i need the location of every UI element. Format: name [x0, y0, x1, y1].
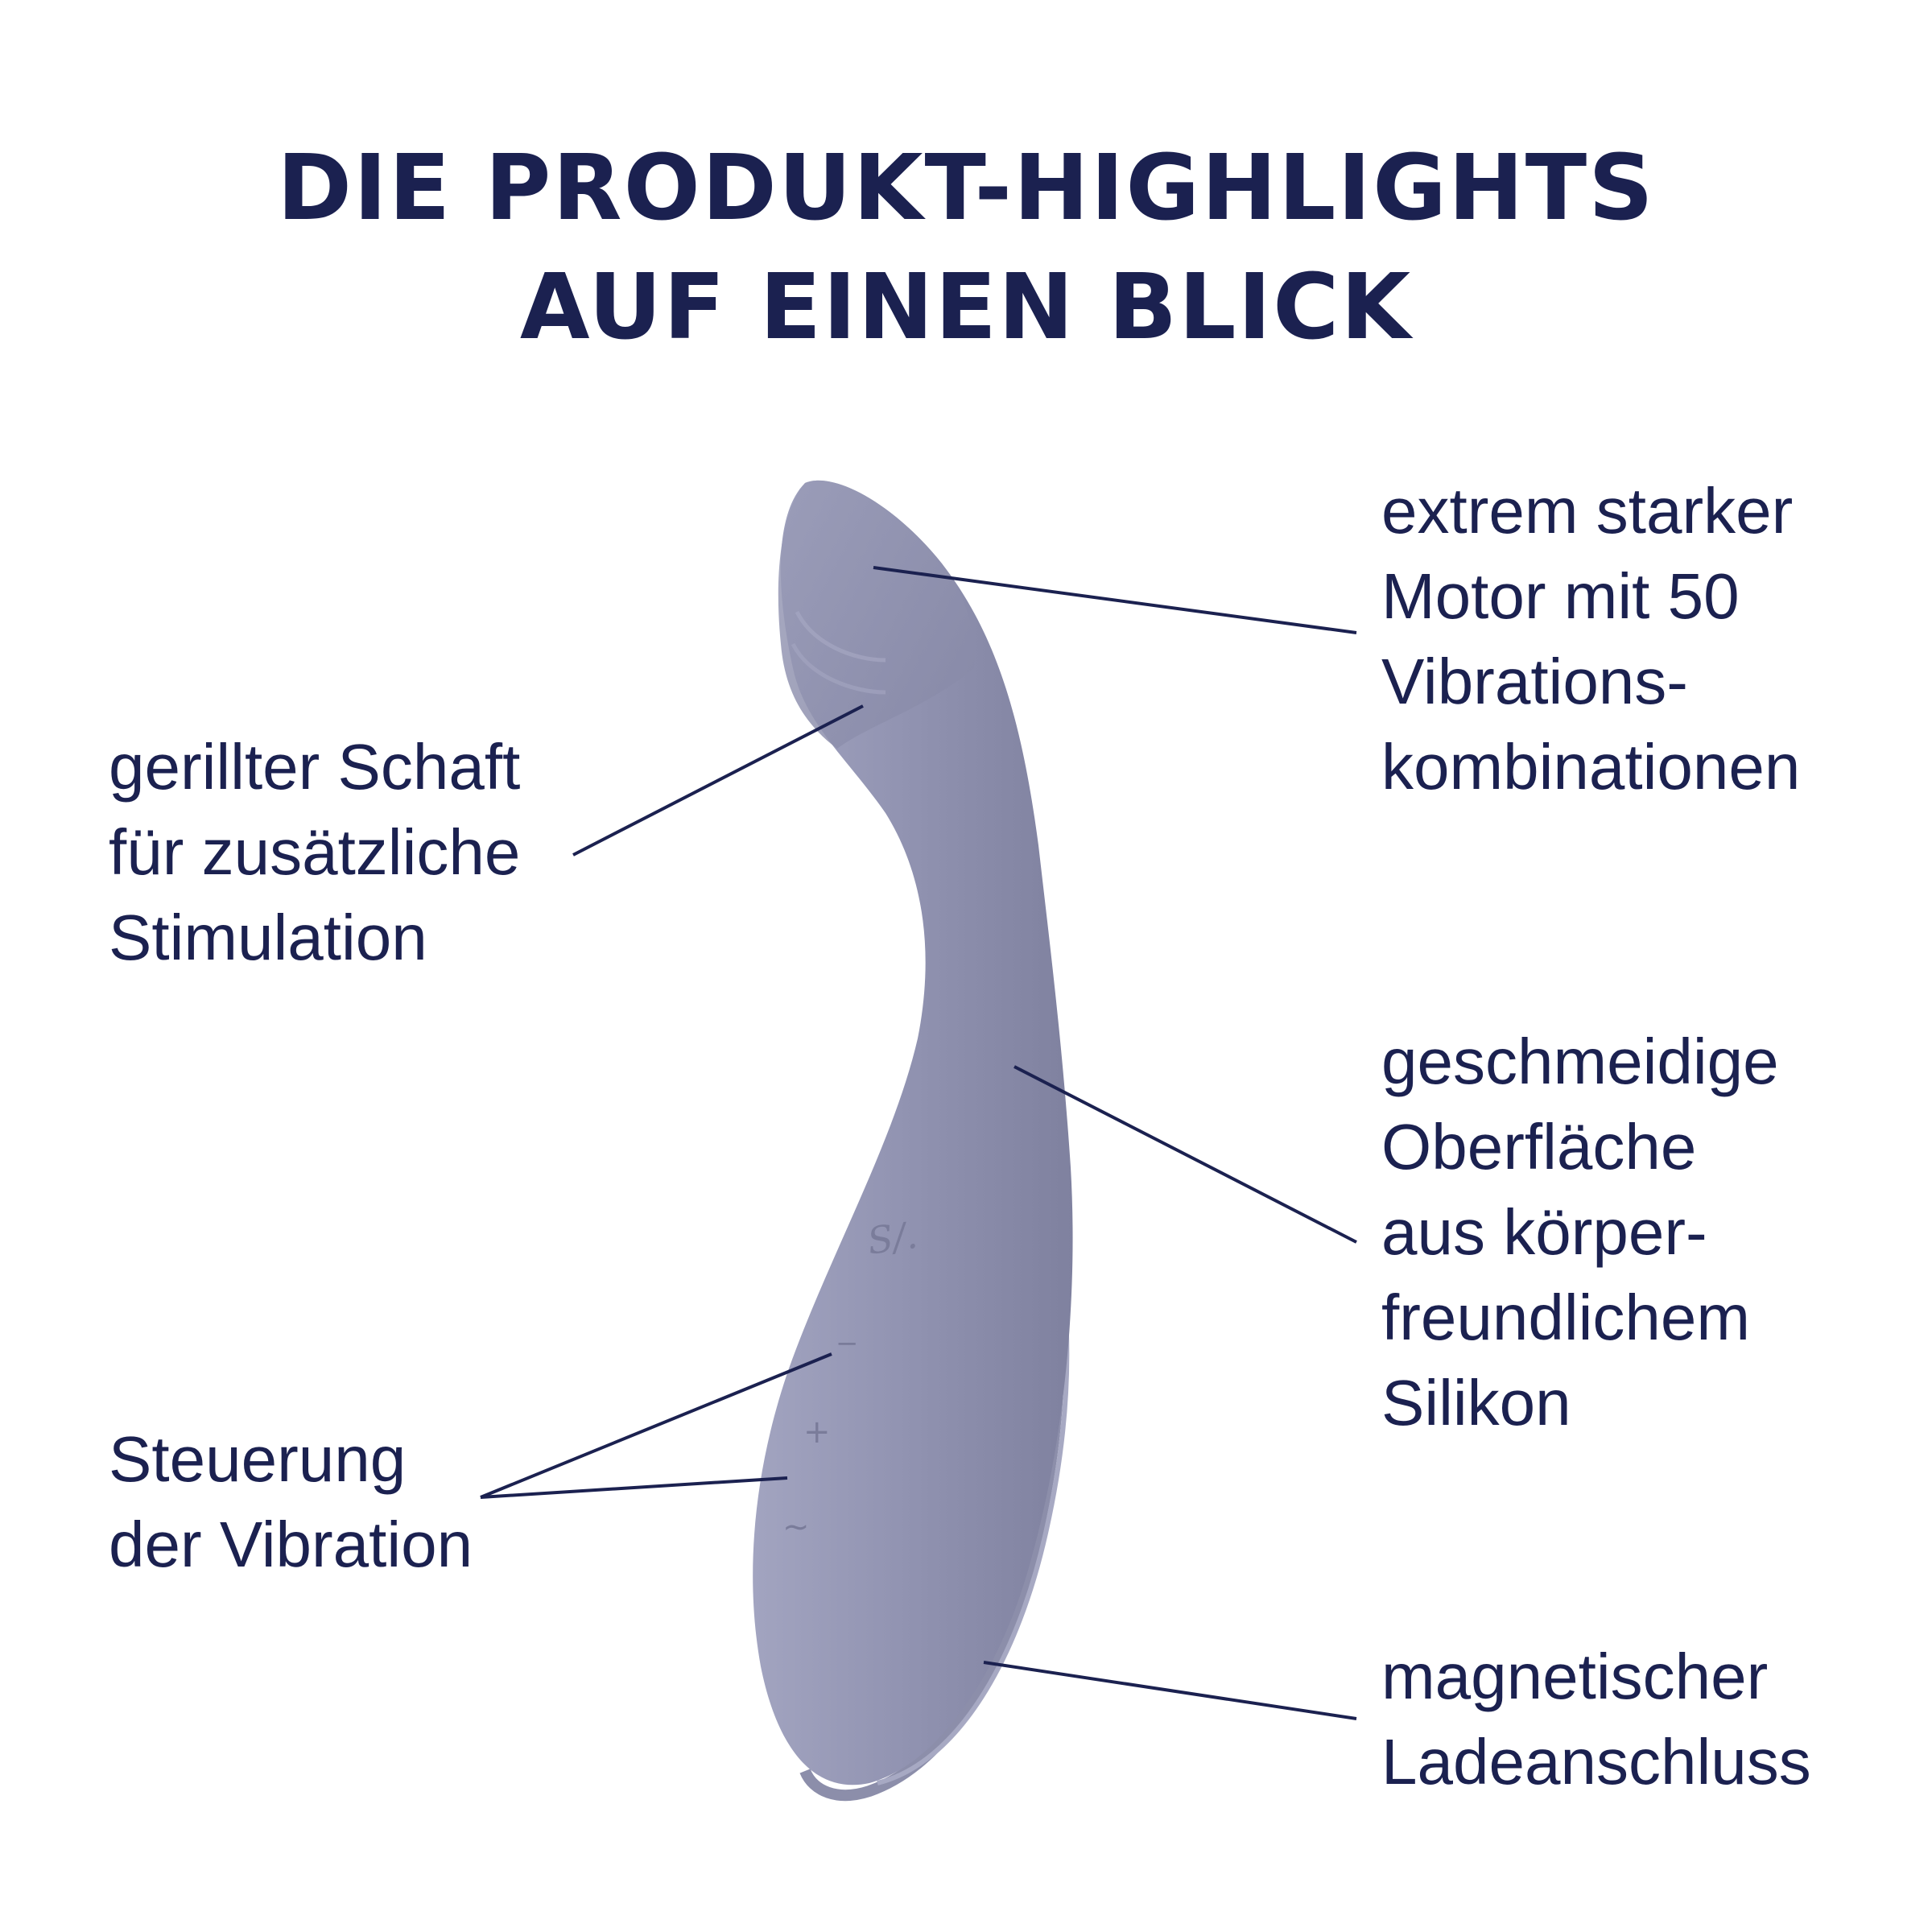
product-head	[778, 480, 975, 749]
callout-motor-line: Vibrations-	[1381, 646, 1688, 717]
callout-surface-line: freundlichem	[1381, 1282, 1751, 1353]
callout-motor-line: Motor mit 50	[1381, 560, 1740, 632]
callout-motor-line: kombinationen	[1381, 731, 1801, 803]
leader-controls-2	[480, 1476, 788, 1499]
leader-lines	[480, 566, 1357, 1720]
leader-shaft	[572, 704, 864, 857]
minus-button-icon: −	[836, 1327, 859, 1360]
title-line-2: AUF EINEN BLICK	[519, 255, 1413, 360]
leader-surface	[1013, 1065, 1357, 1244]
callout-surface-line: aus körper-	[1381, 1196, 1707, 1268]
callout-shaft: gerillter Schaft für zusätzliche Stimula…	[109, 724, 520, 980]
callout-charging-line: Ladeanschluss	[1381, 1726, 1811, 1798]
callout-controls: Steuerung der Vibration	[109, 1417, 473, 1587]
product-body	[753, 480, 1073, 1785]
plus-button-icon: +	[803, 1414, 831, 1451]
callout-shaft-line: Stimulation	[109, 902, 427, 973]
callout-controls-line: Steuerung	[109, 1423, 407, 1495]
callout-shaft-line: für zusätzliche	[109, 816, 521, 888]
callout-shaft-line: gerillter Schaft	[109, 731, 521, 803]
logo-mark: S/.	[865, 1213, 920, 1263]
callout-charging-line: magnetischer	[1381, 1641, 1769, 1712]
wave-button-icon: ∼	[782, 1509, 810, 1546]
leader-motor	[873, 566, 1357, 634]
callout-motor: extrem starker Motor mit 50 Vibrations- …	[1381, 469, 1800, 810]
callout-surface: geschmeidige Oberfläche aus körper- freu…	[1381, 1019, 1779, 1446]
callout-charging: magnetischer Ladeanschluss	[1381, 1634, 1811, 1805]
callout-motor-line: extrem starker	[1381, 475, 1794, 547]
leader-controls-1	[480, 1352, 832, 1499]
page-title: DIE PRODUKT-HIGHLIGHTS AUF EINEN BLICK	[0, 129, 1932, 367]
callout-controls-line: der Vibration	[109, 1509, 473, 1580]
leader-charging	[983, 1661, 1357, 1720]
callout-surface-line: Silikon	[1381, 1367, 1571, 1439]
title-line-1: DIE PRODUKT-HIGHLIGHTS	[277, 136, 1655, 241]
callout-surface-line: geschmeidige	[1381, 1026, 1779, 1097]
callout-surface-line: Oberfläche	[1381, 1111, 1697, 1183]
